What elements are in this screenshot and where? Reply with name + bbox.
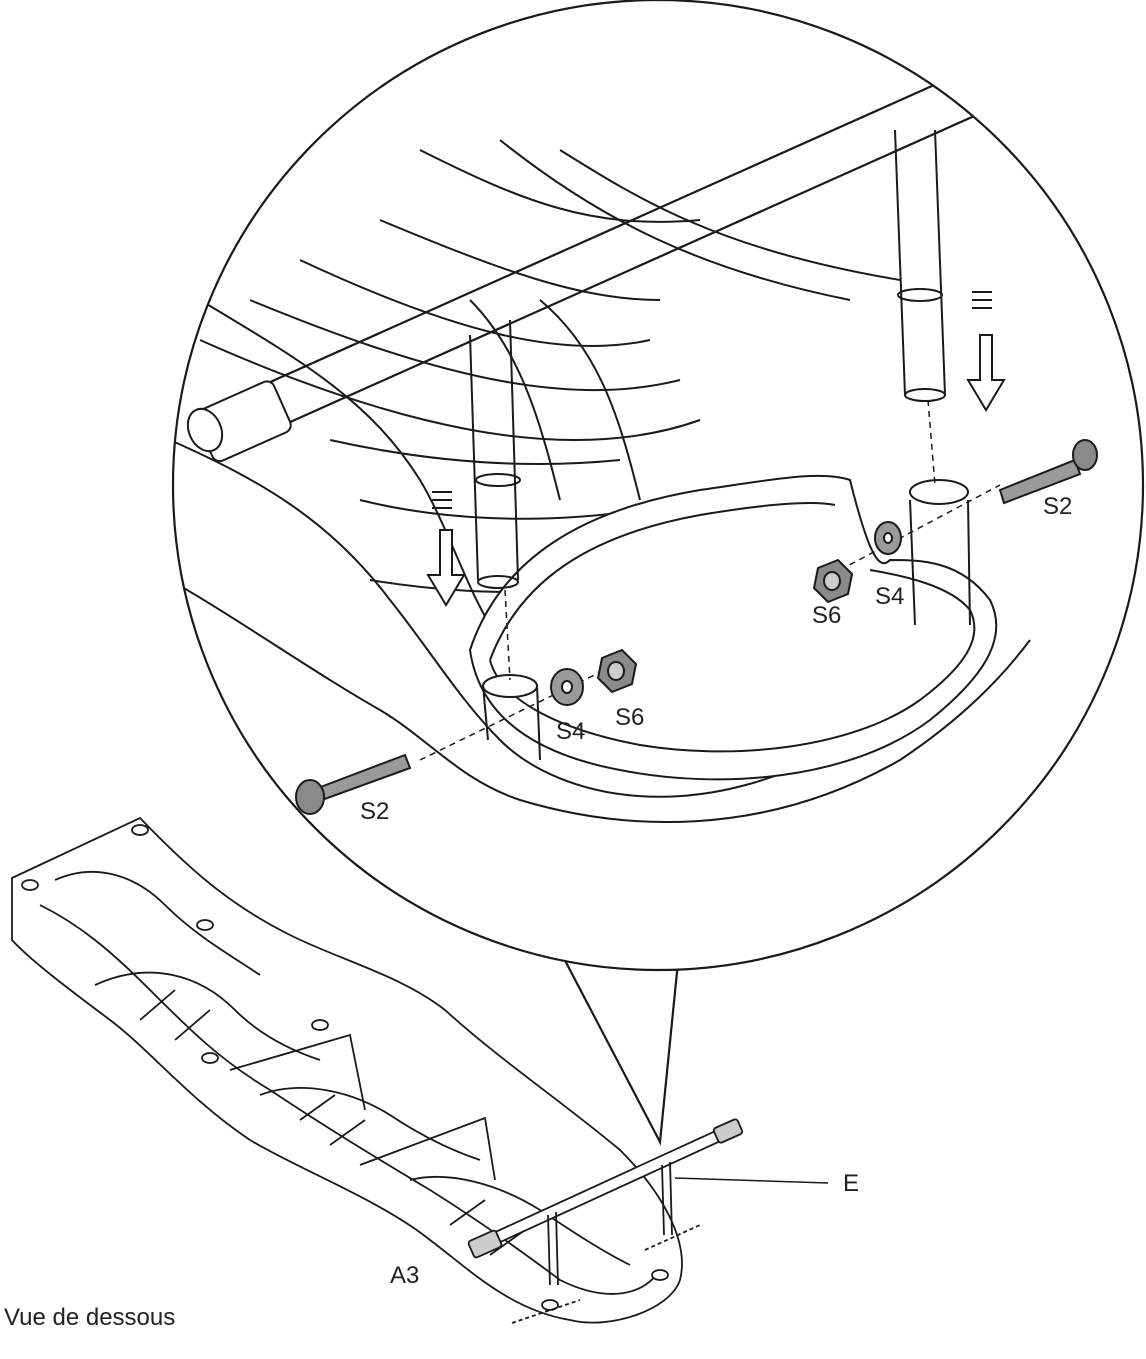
label-s6-right: S6: [812, 602, 842, 629]
handle-full-view: [467, 1118, 744, 1324]
leader-line-e: [674, 1177, 829, 1184]
label-s2-left: S2: [360, 798, 390, 825]
label-s2-right: S2: [1043, 493, 1073, 520]
label-part-a3: A3: [390, 1262, 420, 1289]
detail-view: [173, 58, 1098, 824]
view-caption: Vue de dessous: [4, 1304, 176, 1331]
label-s4-right: S4: [875, 583, 905, 610]
base-full-view: [11, 816, 683, 1324]
label-s6-left: S6: [615, 704, 645, 731]
label-part-e: E: [843, 1170, 860, 1197]
label-s4-left: S4: [556, 718, 586, 745]
